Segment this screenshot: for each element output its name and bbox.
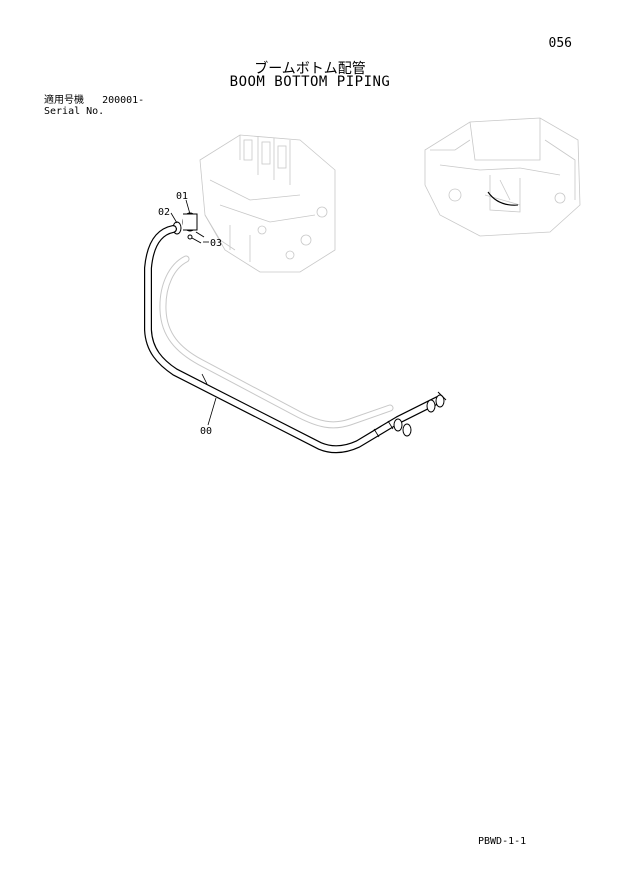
callout-02: 02	[158, 207, 170, 218]
leader-lines	[170, 199, 217, 426]
engine-port-line	[487, 191, 519, 206]
main-pipe-00	[144, 225, 442, 454]
document-code: PBWD-1-1	[478, 836, 527, 847]
flange-01	[182, 212, 198, 232]
page-title-english: BOOM BOTTOM PIPING	[229, 74, 391, 90]
serial-info: 適用号機 200001- Serial No.	[44, 95, 144, 117]
callout-01: 01	[176, 191, 188, 202]
page-number: 056	[548, 36, 572, 51]
page-title-japanese: ブームボトム配管	[254, 61, 366, 77]
serial-value: 200001-	[102, 95, 145, 106]
control-valve-ghost	[199, 134, 336, 273]
callout-00: 00	[200, 426, 212, 437]
callout-03: 03	[210, 238, 222, 249]
end-fittings	[393, 391, 447, 437]
engine-ghost	[424, 117, 581, 237]
pipe-joints	[201, 373, 394, 438]
serial-label-japanese: 適用号機	[44, 95, 84, 106]
serial-label-english: Serial No.	[44, 106, 105, 117]
bolt-03	[187, 231, 205, 244]
